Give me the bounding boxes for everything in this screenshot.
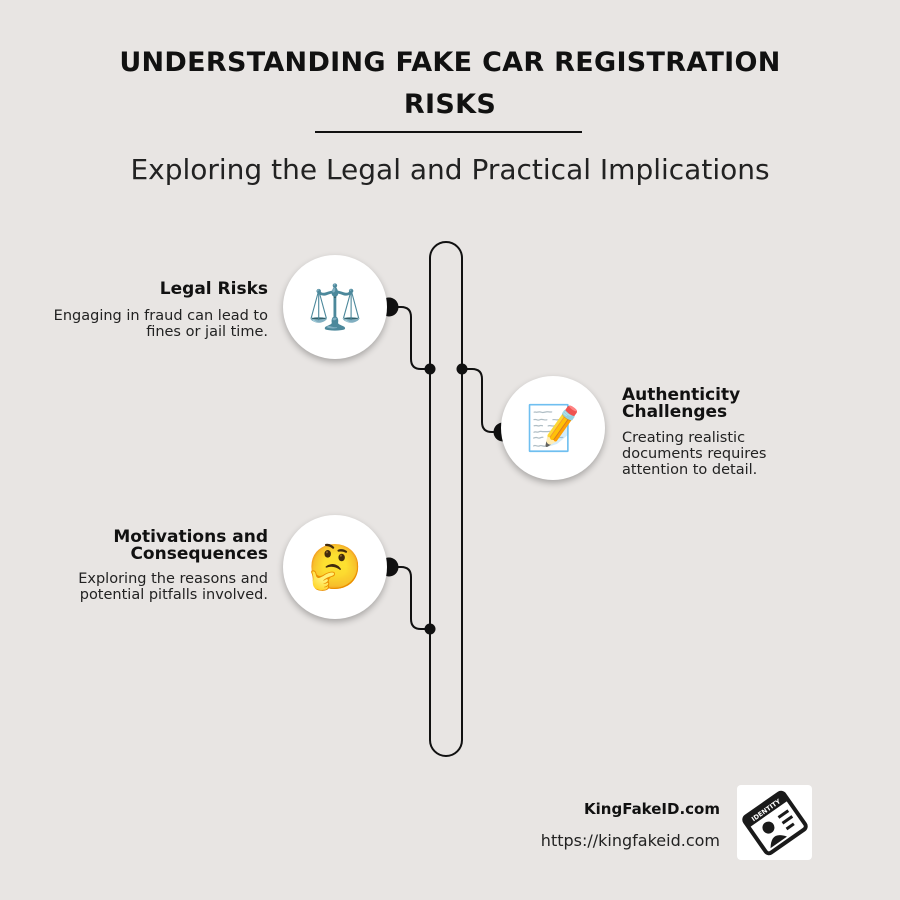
motivations-description: Exploring the reasons and potential pitf…	[78, 571, 268, 603]
brand-url-link[interactable]: https://kingfakeid.com	[540, 831, 720, 850]
authenticity-heading: Authenticity Challenges	[622, 385, 741, 422]
motivations-icon-circle: 🤔	[283, 515, 387, 619]
timeline-track	[429, 241, 463, 757]
scales-icon: ⚖️	[307, 282, 363, 333]
connector-legal-risks	[389, 306, 430, 370]
authenticity-description: Creating realistic documents requires at…	[622, 430, 767, 478]
identity-card-icon: IDENTITY	[742, 790, 808, 856]
connector-motivations	[389, 566, 430, 630]
track-node-legal-risks	[424, 363, 436, 375]
track-node-motivations	[424, 623, 436, 635]
page-title: UNDERSTANDING FAKE CAR REGISTRATION RISK…	[119, 47, 781, 120]
brand-name: KingFakeID.com	[584, 800, 720, 818]
connector-authenticity	[462, 368, 503, 433]
thinking-face-icon: 🤔	[307, 542, 363, 593]
authenticity-icon-circle: 📝	[501, 376, 605, 480]
track-node-authenticity	[456, 363, 468, 375]
brand-logo: IDENTITY	[737, 785, 812, 860]
title-underline	[315, 131, 582, 133]
motivations-heading: Motivations and Consequences	[113, 527, 268, 564]
legal-risks-description: Engaging in fraud can lead to fines or j…	[53, 308, 268, 340]
page-subtitle: Exploring the Legal and Practical Implic…	[130, 153, 770, 186]
memo-pencil-icon: 📝	[525, 403, 581, 454]
legal-risks-heading: Legal Risks	[159, 279, 268, 299]
legal-risks-icon-circle: ⚖️	[283, 255, 387, 359]
